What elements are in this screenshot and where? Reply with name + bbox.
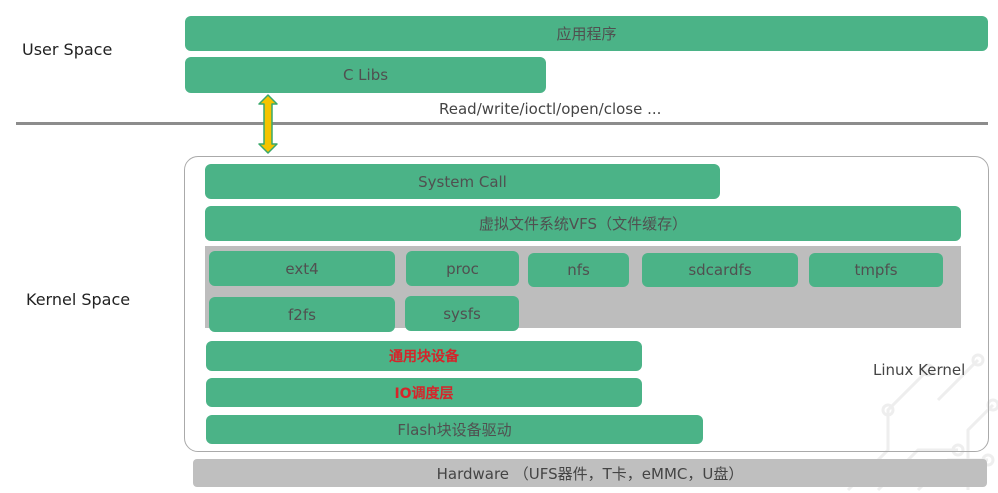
fs-sysfs-block: sysfs: [405, 296, 519, 331]
fs-proc-block: proc: [406, 251, 519, 286]
system-call-block: System Call: [205, 164, 720, 199]
clibs-block: C Libs: [185, 57, 546, 93]
application-block: 应用程序: [185, 16, 988, 51]
generic-block-device-layer: 通用块设备: [206, 341, 642, 371]
fs-f2fs-block: f2fs: [209, 297, 395, 332]
syscall-api-text: Read/write/ioctl/open/close ...: [439, 100, 662, 118]
fs-nfs-block: nfs: [528, 253, 629, 287]
fs-ext4-block: ext4: [209, 251, 395, 286]
hardware-block: Hardware （UFS器件，T卡，eMMC，U盘）: [193, 459, 987, 487]
linux-kernel-box: [184, 156, 989, 452]
user-kernel-divider: [16, 122, 988, 125]
vfs-block: 虚拟文件系统VFS（文件缓存）: [205, 206, 961, 241]
fs-tmpfs-block: tmpfs: [809, 253, 943, 287]
linux-kernel-label: Linux Kernel: [873, 361, 966, 379]
flash-block-driver-layer: Flash块设备驱动: [206, 415, 703, 444]
io-scheduler-layer: IO调度层: [206, 378, 642, 407]
kernel-space-label: Kernel Space: [26, 290, 131, 309]
double-arrow-icon: [258, 94, 278, 154]
fs-sdcardfs-block: sdcardfs: [642, 253, 798, 287]
user-space-label: User Space: [22, 40, 113, 59]
